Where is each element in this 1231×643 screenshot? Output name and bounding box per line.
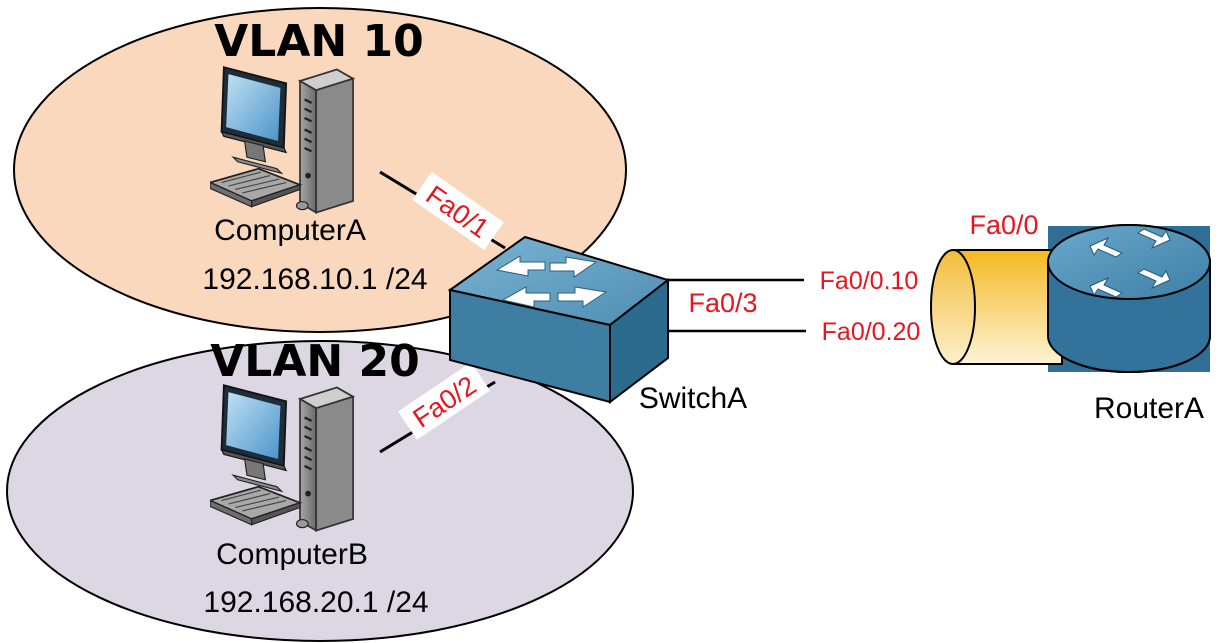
vlan-10-label: VLAN 10	[214, 16, 424, 67]
computer-b-ip: 192.168.20.1 /24	[203, 586, 428, 619]
switch-icon	[447, 235, 671, 405]
switch-name: SwitchA	[639, 382, 747, 415]
subif-label-fa0-0-10: Fa0/0.10	[820, 267, 919, 295]
port-label-fa0-0: Fa0/0	[969, 210, 1038, 240]
computer-a-name: ComputerA	[214, 214, 366, 247]
computer-b-name: ComputerB	[216, 538, 368, 571]
port-label-fa0-3: Fa0/3	[688, 288, 757, 318]
router-front	[1047, 224, 1211, 373]
computer-a-ip: 192.168.10.1 /24	[202, 263, 427, 296]
router-name: RouterA	[1094, 392, 1204, 425]
vlan-20-label: VLAN 20	[210, 336, 420, 387]
subif-label-fa0-0-20: Fa0/0.20	[822, 318, 921, 346]
trunk-tube	[930, 249, 1063, 365]
